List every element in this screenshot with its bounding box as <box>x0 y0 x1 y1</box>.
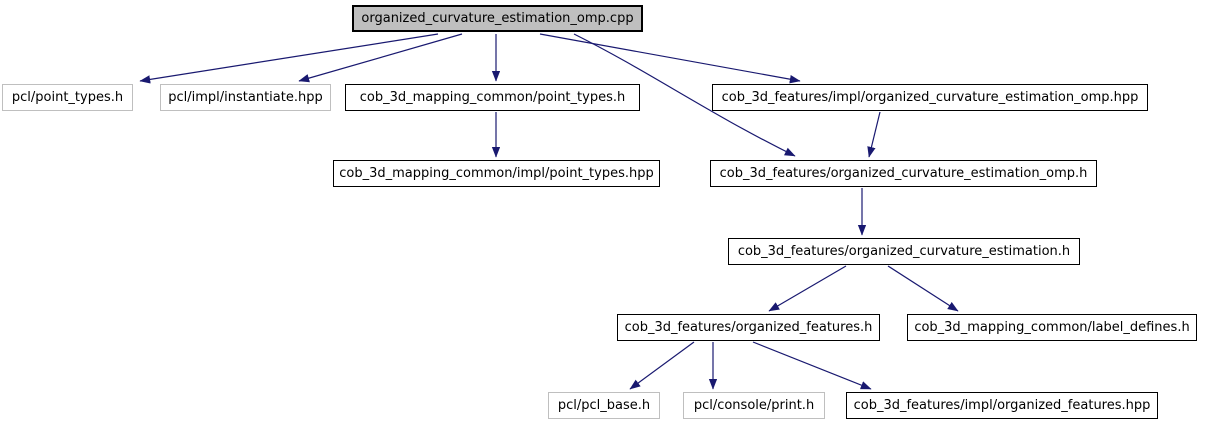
node-cob-3d-features-impl-organized-curvature-estimation-omp-hpp[interactable]: cob_3d_features/impl/organized_curvature… <box>712 84 1148 111</box>
edge-oce-to-organized-features <box>768 265 847 312</box>
node-pcl-console-print-h: pcl/console/print.h <box>683 392 825 419</box>
edge-cob-features-impl-oce-omp-to-oce-omp <box>867 111 881 158</box>
node-cob-3d-mapping-common-impl-point-types-hpp[interactable]: cob_3d_mapping_common/impl/point_types.h… <box>333 160 660 187</box>
edge-organized-features-to-pcl-base <box>629 341 695 390</box>
edge-root-to-cob-features-impl-oce-omp <box>539 33 801 84</box>
edge-root-to-pcl-point-types <box>139 33 439 84</box>
edge-oce-to-label-defines <box>887 265 959 312</box>
node-pcl-point-types-h: pcl/point_types.h <box>2 84 133 111</box>
node-cob-3d-mapping-common-label-defines-h[interactable]: cob_3d_mapping_common/label_defines.h <box>907 314 1197 341</box>
node-cob-3d-features-organized-features-h[interactable]: cob_3d_features/organized_features.h <box>617 314 880 341</box>
node-organized-curvature-estimation-omp-cpp: organized_curvature_estimation_omp.cpp <box>352 5 643 32</box>
node-cob-3d-features-organized-curvature-estimation-h[interactable]: cob_3d_features/organized_curvature_esti… <box>728 238 1080 265</box>
edge-organized-features-to-impl-organized-features <box>752 341 872 390</box>
node-cob-3d-features-organized-curvature-estimation-omp-h[interactable]: cob_3d_features/organized_curvature_esti… <box>710 160 1097 187</box>
node-pcl-pcl-base-h: pcl/pcl_base.h <box>548 392 660 419</box>
node-pcl-impl-instantiate-hpp: pcl/impl/instantiate.hpp <box>160 84 331 111</box>
edge-root-to-pcl-impl-instantiate <box>298 33 463 83</box>
node-cob-3d-mapping-common-point-types-h[interactable]: cob_3d_mapping_common/point_types.h <box>345 84 640 111</box>
node-cob-3d-features-impl-organized-features-hpp[interactable]: cob_3d_features/impl/organized_features.… <box>846 392 1158 419</box>
